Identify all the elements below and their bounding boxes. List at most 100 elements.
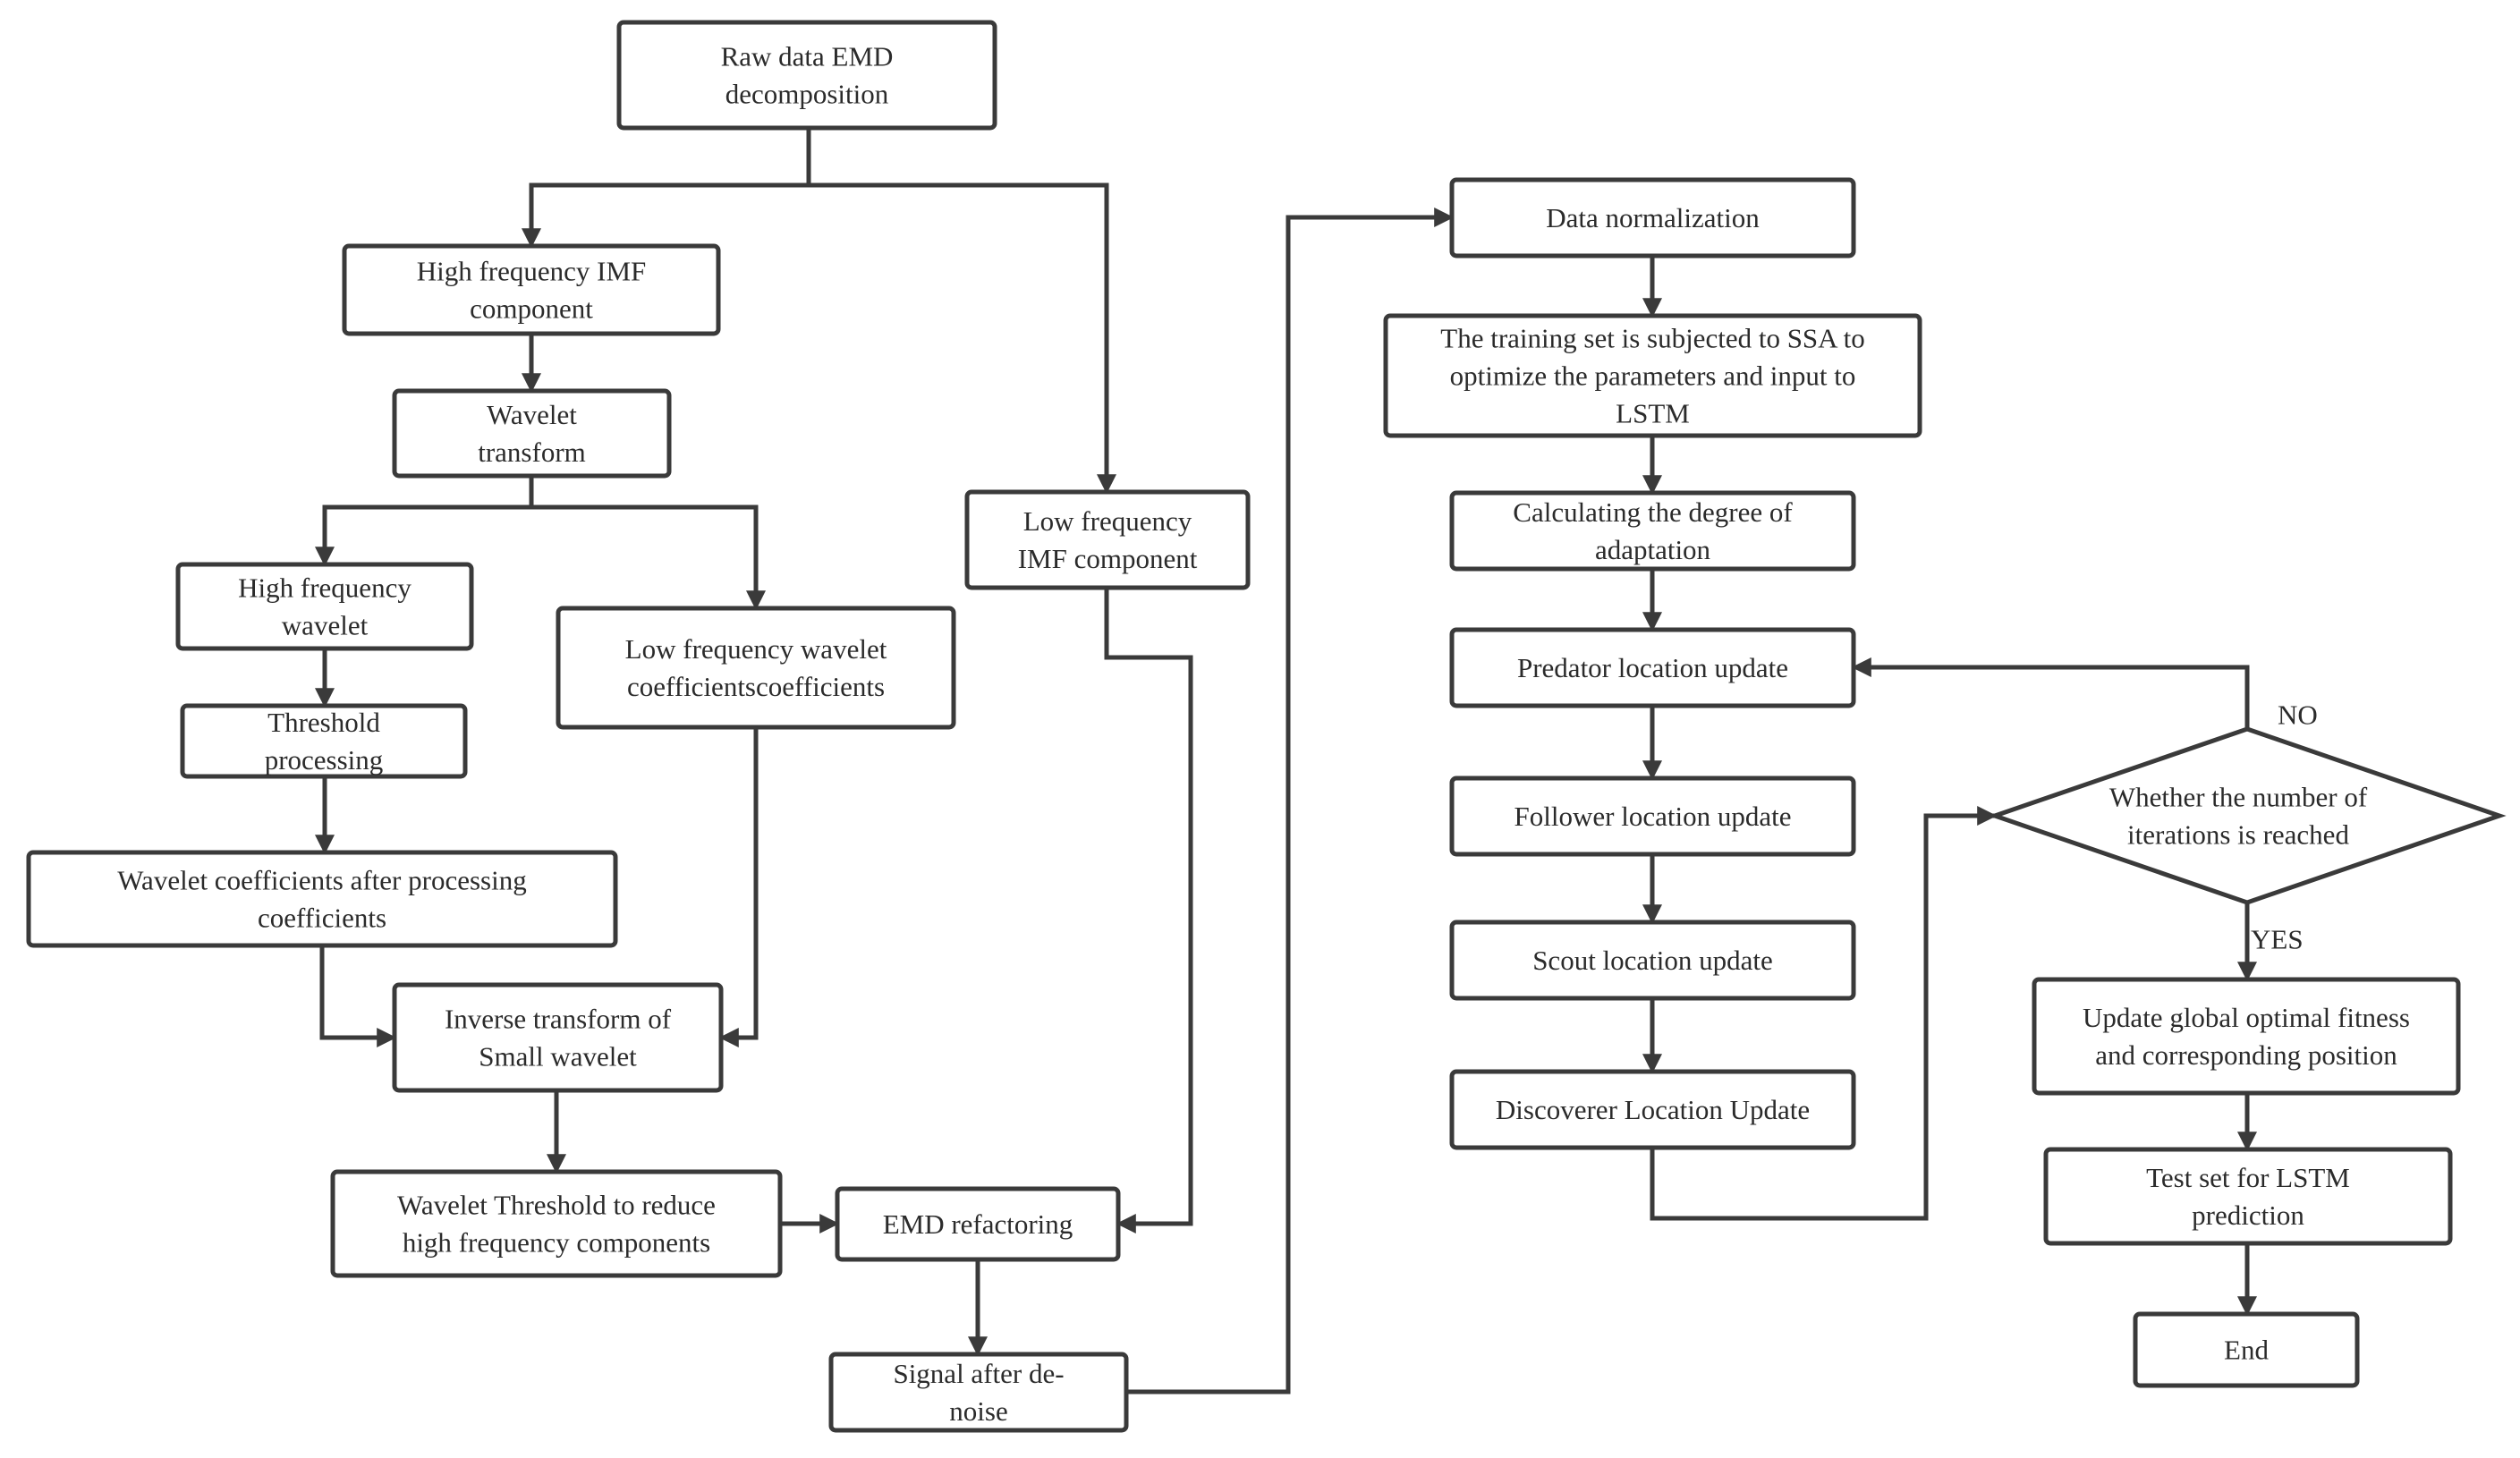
low-imf-box — [964, 489, 1251, 590]
node-inverse: Inverse transform of Small wavelet — [392, 982, 724, 1093]
node-normalization: Data normalization — [1449, 177, 1856, 259]
low-imf-text-line: Low frequency — [1023, 505, 1192, 537]
adaptation-box — [1449, 490, 1856, 572]
node-high-wavelet: High frequency wavelet — [175, 562, 474, 651]
emd-refactor-box — [835, 1186, 1121, 1262]
scout-box — [1449, 920, 1856, 1001]
node-scout: Scout location update — [1449, 920, 1856, 1001]
update-global-box — [2032, 977, 2461, 1096]
edge-low-imf-to-emd — [1104, 588, 1193, 1234]
node-end: End — [2133, 1311, 2360, 1388]
iterations-text-line: iterations is reached — [2127, 819, 2349, 851]
node-wavelet-threshold: Wavelet Threshold to reduce high frequenc… — [330, 1169, 783, 1278]
node-signal-denoise: Signal after de-noise — [828, 1352, 1129, 1433]
node-follower: Follower location update — [1449, 776, 1856, 857]
high-imf-text-line: High frequency IMF — [417, 256, 647, 287]
discoverer-box — [1449, 1069, 1856, 1150]
high-imf-box — [342, 243, 721, 336]
edge-decision-no-to-predator — [1851, 657, 2250, 729]
test-set-text-line: Test set for LSTM — [2146, 1162, 2350, 1193]
wavelet-transform-text-line: Wavelet — [487, 399, 577, 430]
node-threshold: Threshold processing — [180, 703, 468, 779]
inverse-text-line: Inverse transform of — [445, 1004, 672, 1035]
edge-wavelet-to-low-wavelet — [531, 504, 767, 611]
training-text-line: optimize the parameters and input to — [1450, 360, 1856, 392]
edge-raw-to-high-imf — [521, 128, 811, 249]
node-training: The training set is subjected to SSA to o… — [1383, 313, 1922, 438]
scout-text-line: Scout location update — [1532, 945, 1773, 976]
edge-wavelet-to-high-wavelet — [314, 476, 534, 567]
edge-raw-to-low-imf — [809, 182, 1117, 495]
update-global-text-line: and corresponding position — [2095, 1039, 2397, 1071]
discoverer-text-line: Discoverer Location Update — [1496, 1094, 1810, 1125]
iterations-text-line: Whether the number of — [2109, 782, 2368, 813]
predator-box — [1449, 627, 1856, 708]
threshold-text-line: processing — [265, 744, 384, 776]
signal-denoise-box — [828, 1352, 1129, 1433]
low-wavelet-box — [556, 606, 956, 730]
test-set-box — [2043, 1147, 2453, 1246]
node-coeff-after: Wavelet coefficients after processing coe… — [26, 850, 618, 948]
wavelet-threshold-text-line: high frequency components — [403, 1227, 710, 1259]
end-box — [2133, 1311, 2360, 1388]
edge-signal-to-normalization — [1126, 207, 1455, 1394]
wavelet-threshold-box — [330, 1169, 783, 1278]
training-text-line: The training set is subjected to SSA to — [1440, 323, 1864, 354]
signal-denoise-text-line: noise — [949, 1395, 1007, 1427]
node-high-imf: High frequency IMF component — [342, 243, 721, 336]
test-set-text-line: prediction — [2192, 1199, 2304, 1231]
node-raw-emd: Raw data EMD decomposition — [616, 20, 997, 131]
node-predator: Predator location update — [1449, 627, 1856, 708]
edge-labels: NO YES — [2251, 699, 2318, 955]
high-wavelet-text-line: wavelet — [282, 610, 369, 641]
high-imf-text-line: component — [470, 293, 593, 325]
wavelet-transform-box — [392, 388, 672, 479]
coeff-after-text-line: Wavelet coefficients after processing — [117, 865, 526, 896]
emd-refactor-text-line: EMD refactoring — [883, 1208, 1073, 1240]
high-wavelet-box — [175, 562, 474, 651]
raw-emd-text-line: decomposition — [725, 79, 889, 110]
node-update-global: Update global optimal fitness and corresp… — [2032, 977, 2461, 1096]
training-text-line: LSTM — [1616, 398, 1690, 429]
raw-emd-text-line: Raw data EMD — [721, 41, 894, 72]
coeff-after-text-line: coefficients — [258, 903, 386, 934]
node-low-wavelet: Low frequency wavelet coefficientscoeffic… — [556, 606, 956, 730]
decision-diamond — [1988, 726, 2507, 905]
edge-label-no: NO — [2278, 699, 2318, 731]
predator-text-line: Predator location update — [1517, 652, 1788, 683]
threshold-text-line: Threshold — [267, 707, 380, 738]
training-box — [1383, 313, 1922, 438]
wavelet-transform-text-line: transform — [478, 437, 586, 468]
low-wavelet-text-line: coefficientscoefficients — [627, 671, 885, 702]
node-adaptation: Calculating the degree of adaptation — [1449, 490, 1856, 572]
follower-box — [1449, 776, 1856, 857]
coeff-after-box — [26, 850, 618, 948]
edge-low-wavelet-to-inverse — [718, 727, 759, 1048]
edges — [314, 128, 2258, 1394]
signal-denoise-text-line: Signal after de- — [893, 1358, 1064, 1389]
wavelet-threshold-text-line: Wavelet Threshold to reduce — [397, 1190, 716, 1221]
threshold-box — [180, 703, 468, 779]
node-emd-refactor: EMD refactoring — [835, 1186, 1121, 1262]
high-wavelet-text-line: High frequency — [238, 572, 412, 604]
node-wavelet-transform: Wavelet transform — [392, 388, 672, 479]
node-iterations: Whether the number of iterations is reach… — [1988, 726, 2507, 905]
adaptation-text-line: Calculating the degree of — [1513, 496, 1793, 528]
adaptation-text-line: adaptation — [1595, 534, 1711, 565]
normalization-text-line: Data normalization — [1546, 202, 1760, 233]
follower-text-line: Follower location update — [1515, 801, 1792, 832]
low-wavelet-text-line: Low frequency wavelet — [625, 633, 887, 665]
inverse-text-line: Small wavelet — [479, 1041, 637, 1072]
inverse-box — [392, 982, 724, 1093]
node-test-set: Test set for LSTM prediction — [2043, 1147, 2453, 1246]
end-text-line: End — [2224, 1335, 2269, 1366]
edge-discoverer-to-decision — [1650, 805, 1998, 1221]
node-discoverer: Discoverer Location Update — [1449, 1069, 1856, 1150]
edge-label-yes: YES — [2251, 924, 2304, 955]
raw-emd-box — [616, 20, 997, 131]
normalization-box — [1449, 177, 1856, 259]
update-global-text-line: Update global optimal fitness — [2083, 1002, 2410, 1033]
